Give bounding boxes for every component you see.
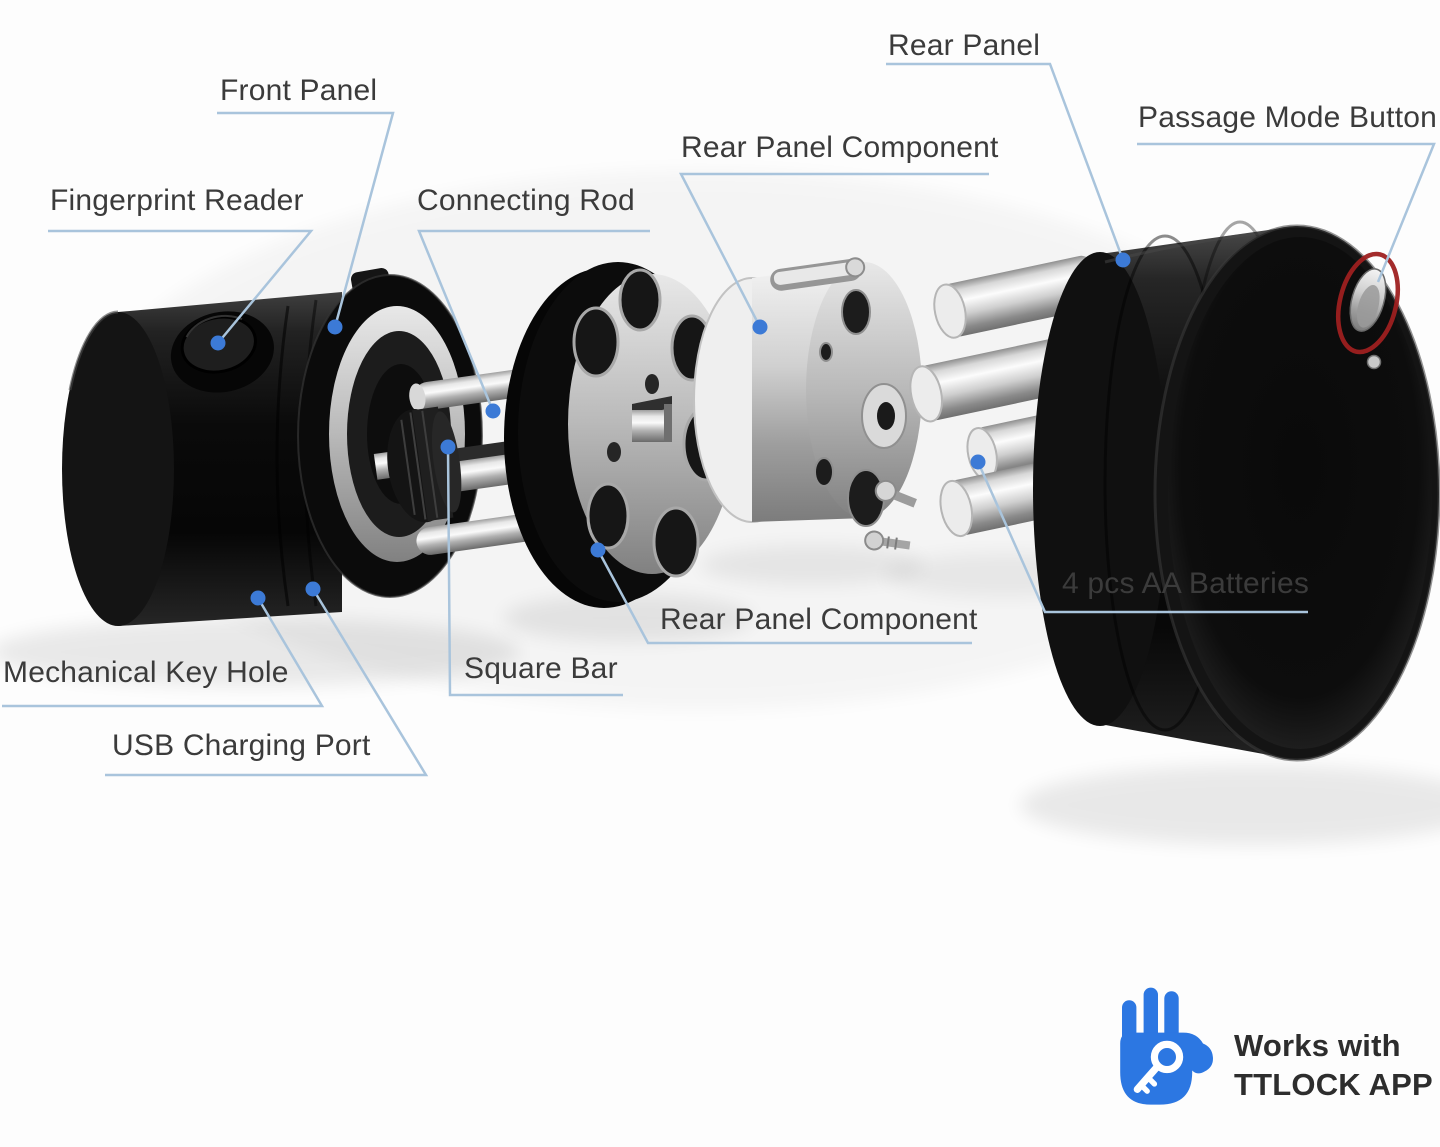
passage-button-part	[1349, 268, 1387, 332]
callout-line-front-panel	[217, 111, 395, 328]
label-fingerprint-reader: Fingerprint Reader	[50, 184, 304, 217]
loose-screw	[864, 530, 911, 551]
label-connecting-rod: Connecting Rod	[417, 184, 635, 217]
rear-panel-screw	[1366, 354, 1382, 370]
callout-dot-rear-panel-component-bottom	[590, 542, 606, 558]
component-screw	[874, 479, 917, 508]
callout-line-usb-charging-port	[105, 588, 429, 777]
ttlock-badge-line1: Works with	[1234, 1028, 1401, 1063]
callout-dot-rear-panel-component-top	[752, 319, 768, 335]
front-panel-left-cap	[62, 312, 174, 626]
callout-line-rear-panel-component-bottom	[596, 549, 972, 645]
label-front-panel: Front Panel	[220, 74, 378, 107]
callout-dot-connecting-rod	[485, 403, 501, 419]
callout-dot-aa-batteries	[970, 454, 986, 470]
callout-line-rear-panel	[886, 62, 1125, 261]
component-slot-pin	[770, 257, 866, 291]
callout-line-fingerprint-reader	[48, 229, 314, 344]
label-square-bar: Square Bar	[464, 652, 618, 685]
ttlock-badge-text: Works with TTLOCK APP	[1234, 1026, 1433, 1104]
callout-dot-fingerprint-reader	[210, 335, 226, 351]
callout-dots	[210, 252, 1131, 606]
red-highlight-ring	[1336, 251, 1400, 355]
label-usb-charging-port: USB Charging Port	[112, 729, 371, 762]
label-rear-panel-component-bottom: Rear Panel Component	[660, 603, 978, 636]
callout-dot-rear-panel	[1115, 252, 1131, 268]
callout-line-passage-mode-button	[1137, 142, 1436, 283]
rear-panel-component-part	[693, 257, 922, 551]
rear-panel-part	[1033, 220, 1440, 762]
callout-line-connecting-rod	[417, 229, 650, 412]
ttlock-badge: Works with TTLOCK APP	[1098, 958, 1440, 1128]
spindle-collar	[387, 406, 462, 523]
front-panel-assembly	[62, 268, 483, 626]
label-passage-mode-button: Passage Mode Button	[1138, 101, 1437, 134]
callout-line-mechanical-key-hole	[2, 597, 325, 708]
callout-line-rear-panel-component-top	[678, 172, 989, 328]
label-mechanical-key-hole: Mechanical Key Hole	[3, 656, 289, 689]
ttlock-badge-line2: TTLOCK APP	[1234, 1067, 1433, 1102]
label-aa-batteries: 4 pcs AA Batteries	[1062, 567, 1310, 600]
callout-lines	[2, 62, 1436, 777]
mounting-disc	[504, 262, 736, 608]
square-bar-tip	[632, 396, 672, 442]
shadows	[0, 545, 1440, 845]
label-rear-panel: Rear Panel	[888, 29, 1041, 62]
callout-dot-usb-charging-port	[305, 581, 321, 597]
callout-line-aa-batteries	[976, 461, 1308, 614]
label-rear-panel-component-top: Rear Panel Component	[681, 131, 999, 164]
callout-dot-mechanical-key-hole	[250, 590, 266, 606]
callout-dot-front-panel	[327, 319, 343, 335]
callout-line-square-bar	[446, 446, 623, 697]
hand-with-key-icon	[1120, 987, 1213, 1105]
callout-dot-square-bar	[440, 439, 456, 455]
component-boss	[861, 383, 907, 449]
